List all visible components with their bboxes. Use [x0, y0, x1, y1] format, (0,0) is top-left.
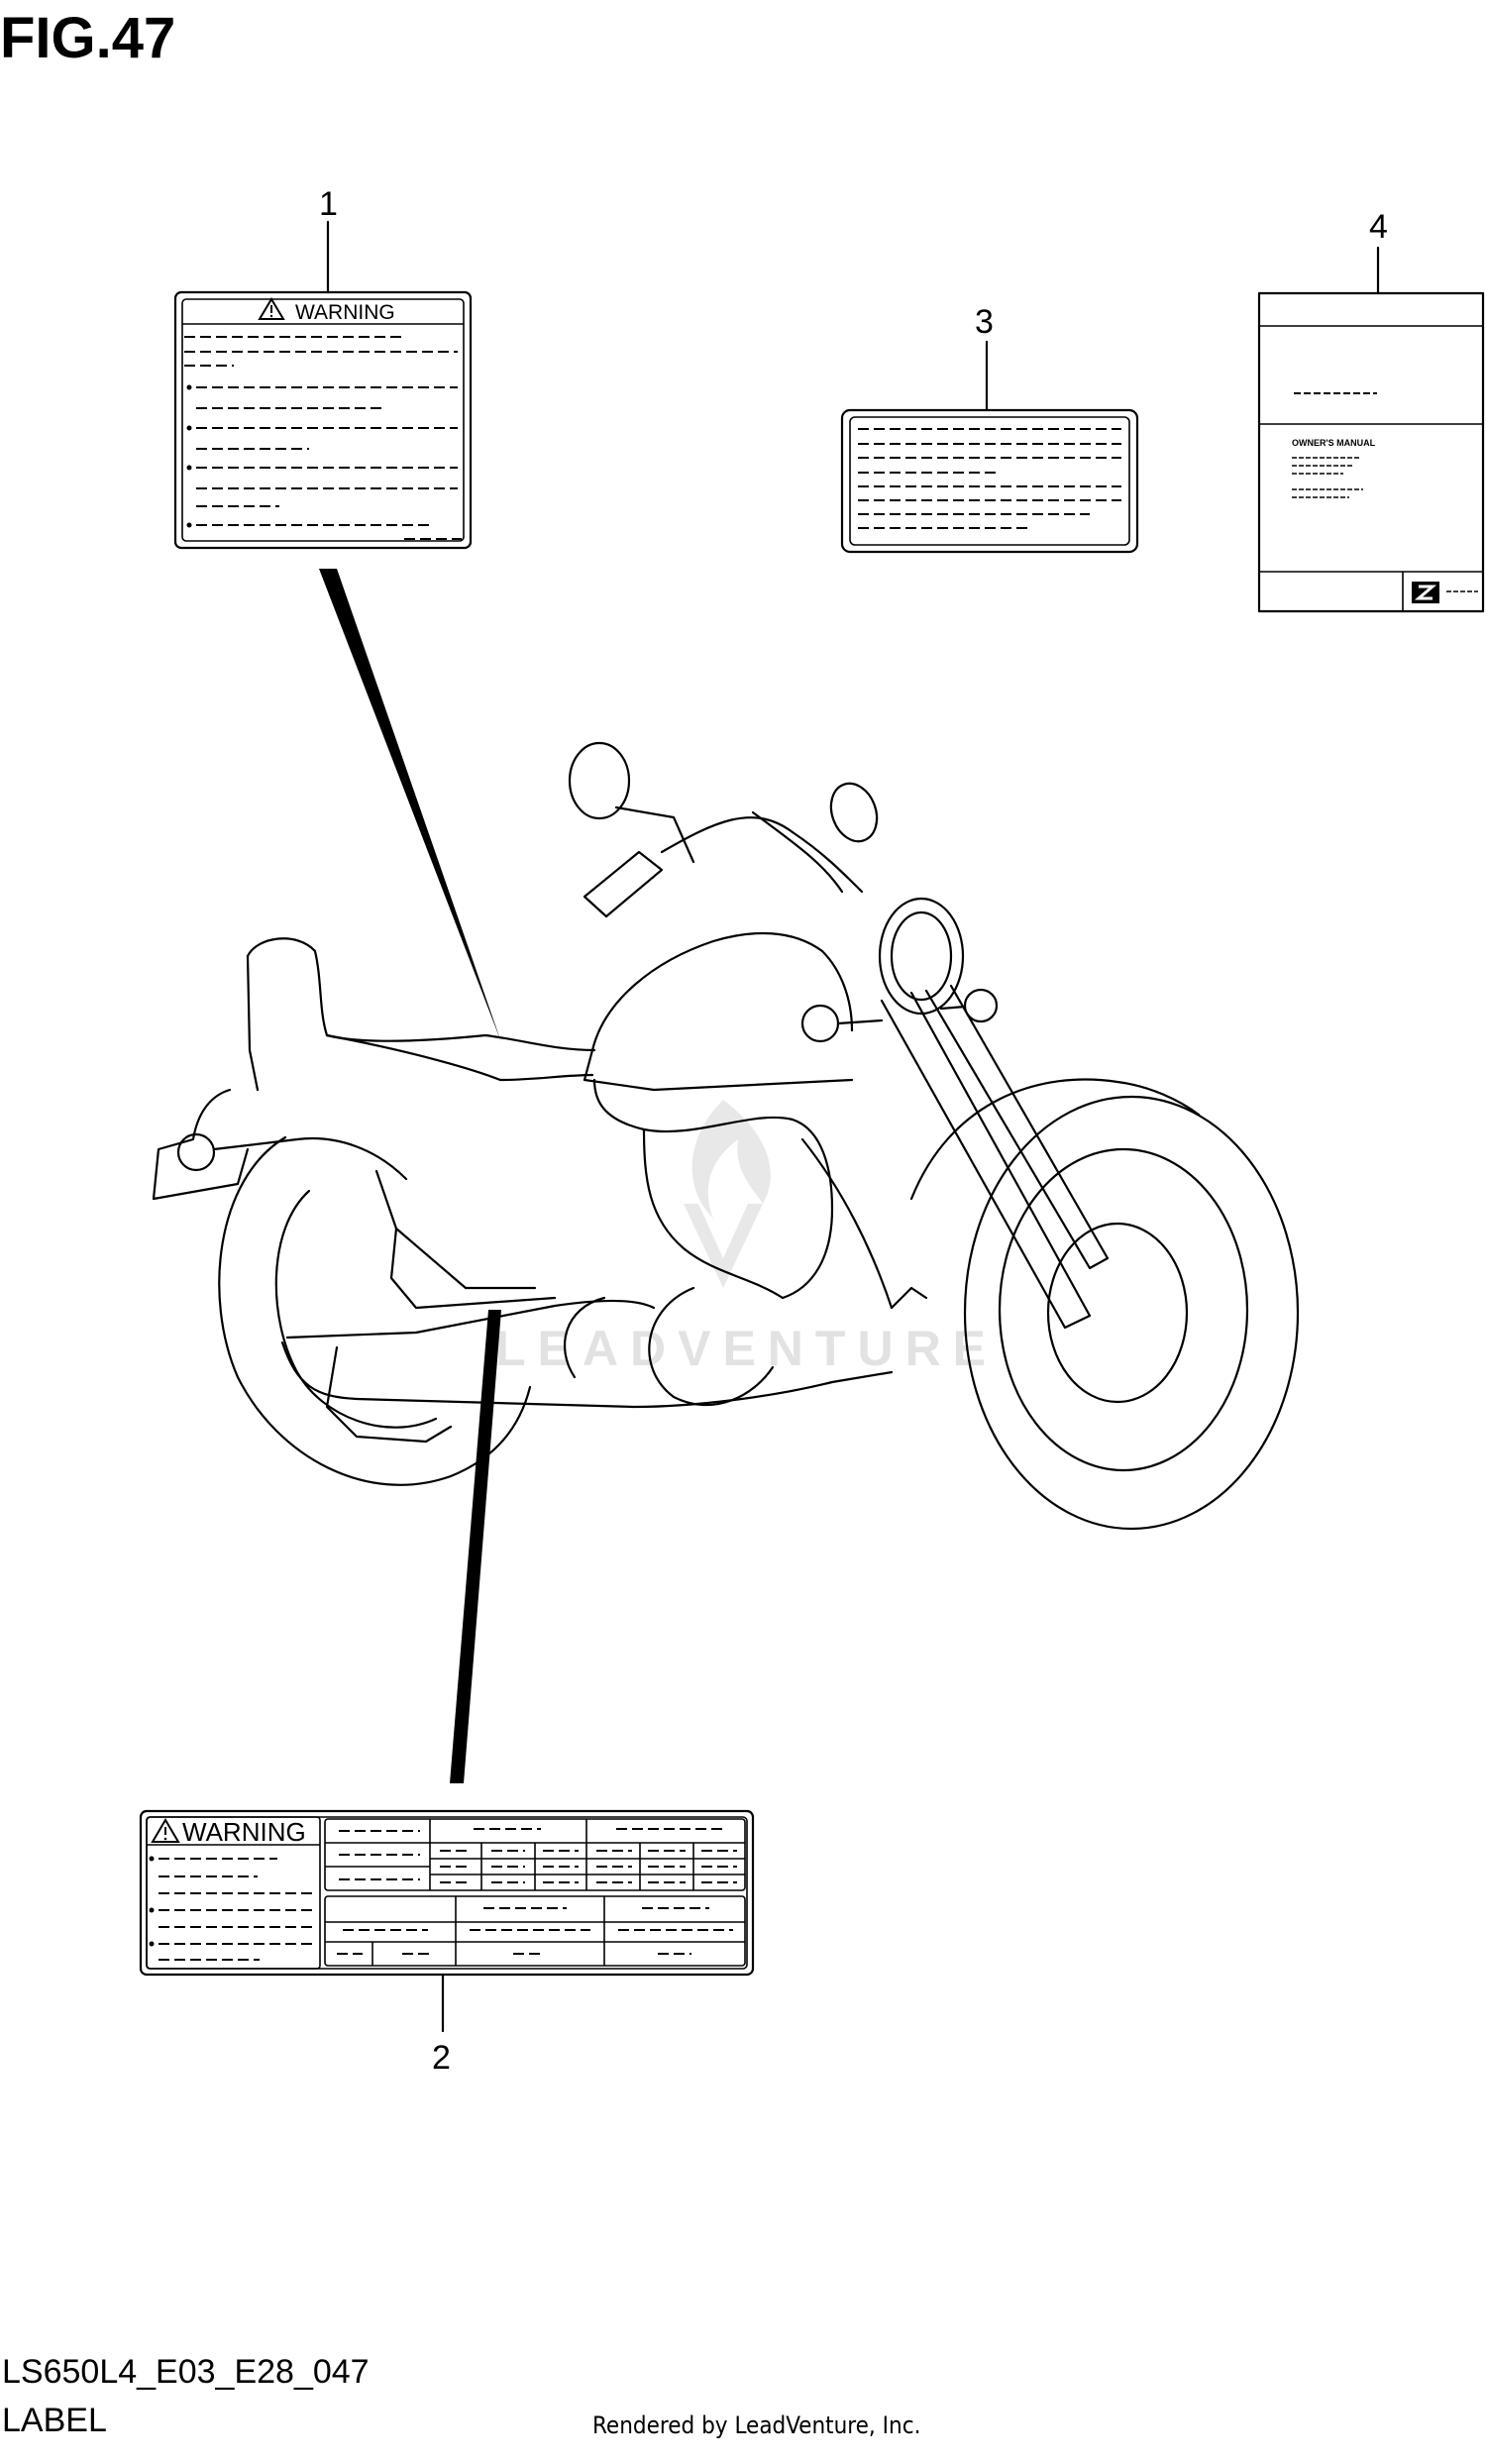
figure-code: LS650L4_E03_E28_047 — [2, 2353, 370, 2391]
watermark-text: LEADVENTURE — [495, 1321, 998, 1376]
label-1-text-lines — [184, 336, 462, 540]
callout-number-1: 1 — [319, 185, 338, 223]
label-2-text-lines — [149, 1856, 315, 1961]
label-4-manual-text: OWNER'S MANUAL — [1292, 438, 1376, 448]
figure-title: FIG.47 — [0, 6, 175, 70]
label-2-table-bottom — [324, 1895, 746, 1967]
warning-triangle-icon — [151, 1818, 180, 1843]
callout-number-3: 3 — [975, 303, 994, 341]
label-1-heading: WARNING — [295, 301, 395, 324]
rendered-by-credit: Rendered by LeadVenture, Inc. — [592, 2411, 920, 2439]
callout-number-4: 4 — [1369, 208, 1388, 246]
warning-triangle-icon — [258, 297, 285, 320]
label-3-text-lines — [858, 428, 1121, 529]
leadventure-watermark: LEADVENTURE — [495, 1100, 998, 1376]
figure-name: LABEL — [2, 2402, 107, 2439]
pointer-to-label-2-location — [450, 1310, 501, 1783]
pointer-to-label-1-location — [319, 569, 501, 1042]
label-1-warning[interactable]: WARNING — [173, 290, 473, 550]
brand-logo-icon — [1412, 582, 1439, 603]
callout-number-2: 2 — [432, 2039, 451, 2077]
label-2-table-top — [324, 1818, 746, 1891]
label-2-warning[interactable]: WARNING — [139, 1809, 755, 1977]
motorcycle-illustration — [152, 741, 1300, 1531]
label-3[interactable] — [840, 408, 1139, 554]
label-4-text-lines — [1292, 457, 1478, 592]
label-2-heading: WARNING — [182, 1817, 306, 1847]
label-4-owners-manual[interactable]: OWNER'S MANUAL — [1257, 291, 1485, 613]
